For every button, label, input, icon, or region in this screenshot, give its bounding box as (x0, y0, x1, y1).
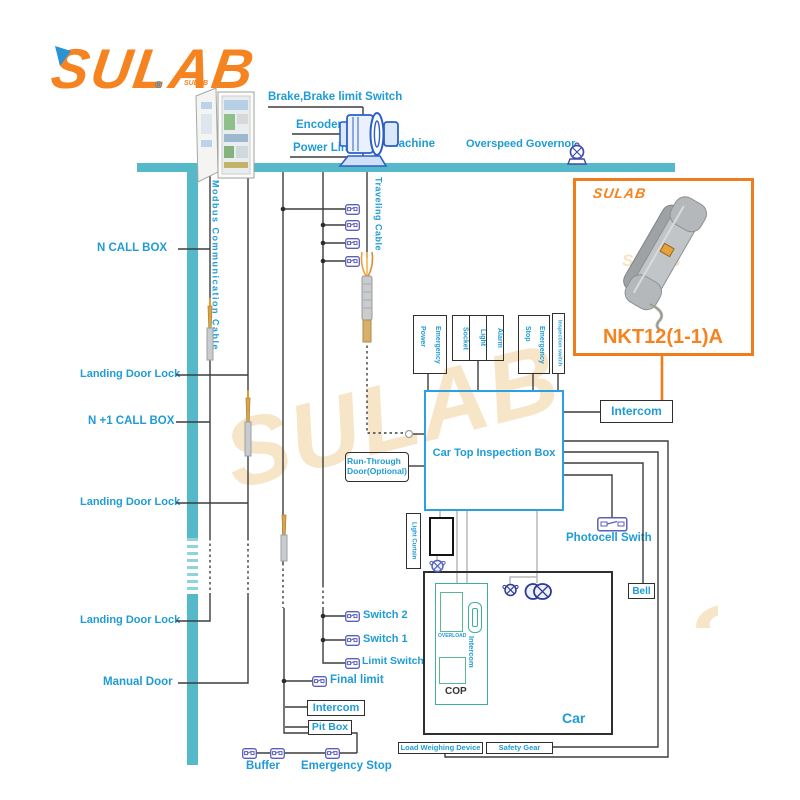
alarm-label: Alarm (496, 328, 503, 348)
final-limit-label: Final limit (330, 674, 384, 686)
switch-icon (325, 748, 340, 759)
n-plus1-call-box-label: N +1 CALL BOX (88, 415, 175, 427)
landing-door-lock-label: Landing Door Lock (80, 614, 181, 626)
overload-device (440, 592, 463, 632)
cop-button-panel (439, 657, 466, 684)
safety-gear-box: Safety Gear (486, 742, 553, 754)
machine-room-floor-rail (137, 163, 675, 172)
switch-icon (242, 748, 257, 759)
emergency-power-label: Emergency Power (419, 325, 441, 364)
intercom-box-top: Intercom (600, 400, 673, 423)
cable-connector-icon (278, 513, 290, 563)
switch-1-label: Switch 1 (363, 633, 408, 645)
light-curtain-bar (429, 517, 454, 556)
switch-icon (345, 204, 360, 215)
overspeed-governor-label: Overspeed Governor (466, 138, 576, 150)
intercom-label: Intercom (611, 403, 662, 418)
intercom-label: Intercom (312, 701, 360, 714)
logo-accent-icon (55, 46, 71, 66)
run-through-door-label: Run-Through Door(Optional) (347, 456, 407, 476)
switch-icon (312, 676, 327, 687)
switch-icon (345, 256, 360, 267)
emergency-stop-label: Emergency Stop (524, 325, 545, 364)
switch-icon (345, 220, 360, 231)
photocell-switch-icon (597, 517, 628, 532)
light-label: Light (478, 329, 486, 347)
limit-switch-label: Limit Switch (362, 655, 424, 667)
pit-box: Pit Box (308, 720, 352, 735)
car-box (423, 571, 613, 735)
machine-label: Machine (389, 138, 436, 150)
inspection-switch-label: Inspection switch (556, 320, 563, 367)
telephone-handset-icon (598, 196, 743, 331)
cable-connector-icon (242, 390, 254, 458)
load-weighing-device-box: Load Weighing Device (398, 742, 483, 754)
traveling-cable-label: Traveling Cable (373, 177, 384, 252)
socket-label: Socket (461, 326, 469, 350)
cop-intercom-connector (468, 602, 482, 633)
run-through-door-box: Run-Through Door(Optional) (345, 452, 409, 482)
light-curtain-label: Light Curtain (410, 522, 417, 560)
emergency-power-box: Emergency Power (413, 315, 447, 374)
modbus-cable-label: Modbus Communication Cable (210, 180, 221, 352)
car-label: Car (562, 710, 586, 726)
machine-icon (338, 100, 406, 172)
manual-door-label: Manual Door (103, 676, 173, 688)
photocell-switch-label: Photocell Swith (566, 532, 652, 544)
overspeed-governor-icon (566, 141, 592, 166)
safety-gear-label: Safety Gear (498, 742, 541, 752)
hoistway-rail (187, 172, 198, 765)
brand-logo-small: SULAB (184, 80, 209, 87)
landing-door-lock-label: Landing Door Lock (80, 496, 181, 508)
socket-light-alarm-box: Socket Light Alarm (452, 315, 504, 361)
bell-label: Bell (632, 585, 651, 597)
emergency-stop-box: Emergency Stop (518, 315, 550, 374)
emergency-stop-label: Emergency Stop (301, 760, 392, 772)
switch-2-label: Switch 2 (363, 609, 408, 621)
switch-icon (345, 238, 360, 249)
switch-icon (270, 748, 285, 759)
switch-icon (345, 611, 360, 622)
cop-intercom-label: Intercom (466, 636, 476, 668)
product-model-label: NKT12(1-1)A (602, 326, 724, 348)
cable-connector-icon (204, 298, 216, 362)
ceiling-lamp-icon (523, 581, 553, 602)
buffer-label: Buffer (246, 760, 280, 772)
cop-label: COP (445, 686, 467, 697)
lamp-icon (502, 582, 519, 598)
power-line-label: Power Line (293, 142, 355, 154)
overload-label: OVERLOAD (438, 633, 467, 639)
landing-door-lock-label: Landing Door Lock (80, 368, 181, 380)
pit-box-label: Pit Box (311, 720, 349, 733)
registered-mark: ® (155, 80, 163, 91)
switch-icon (345, 658, 360, 669)
traveling-cable-connector-icon (357, 252, 377, 344)
inspection-switch-box: Inspection switch (552, 313, 565, 374)
lamp-icon (429, 558, 446, 574)
car-top-inspection-box: Car Top Inspection Box (424, 390, 564, 511)
light-curtain-label-box: Light Curtain (406, 513, 421, 569)
control-cabinet-icon (190, 84, 264, 184)
intercom-box-pit: Intercom (307, 700, 365, 716)
brake-label: Brake,Brake limit Switch (268, 91, 403, 103)
bell-box: Bell (628, 583, 655, 599)
n-call-box-label: N CALL BOX (97, 242, 168, 254)
load-weighing-device-label: Load Weighing Device (400, 742, 481, 752)
encoder-label: Encoder (296, 119, 343, 131)
switch-icon (345, 635, 360, 646)
car-top-inspection-box-title: Car Top Inspection Box (432, 447, 556, 459)
intercom-product-box (573, 178, 754, 356)
